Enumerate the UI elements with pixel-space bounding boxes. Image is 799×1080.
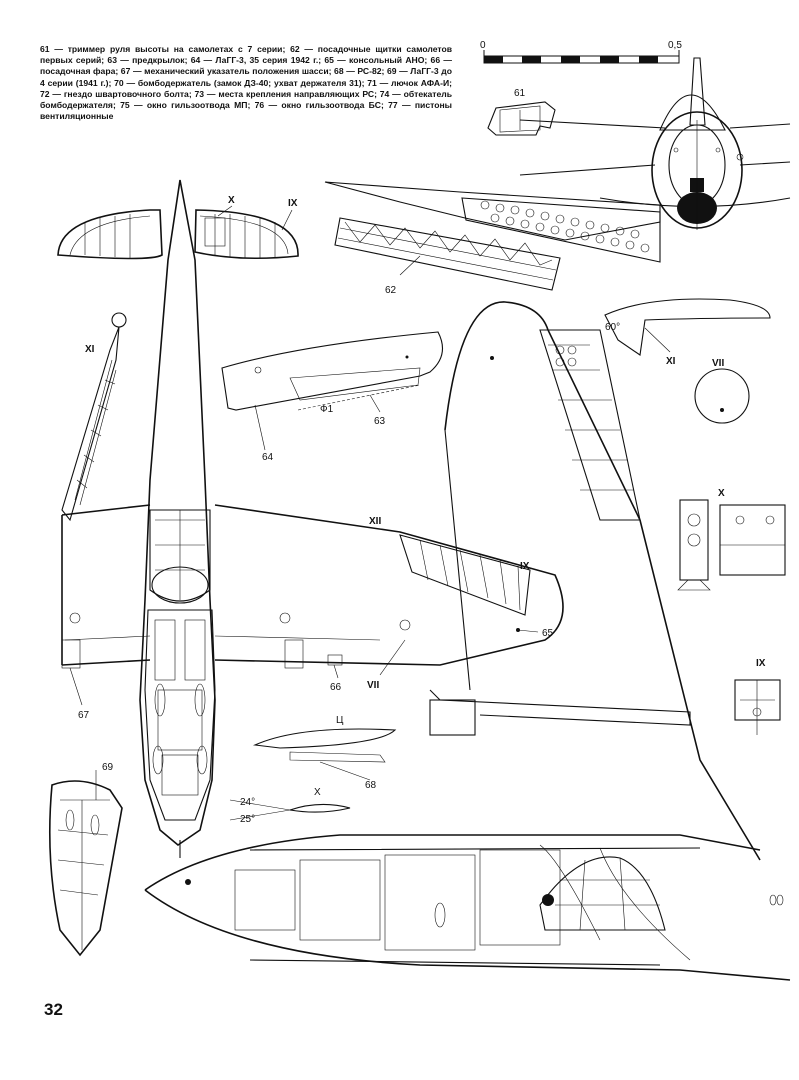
angle-25: 25° [240,814,255,825]
section-label-XI-a: XI [85,344,95,355]
slat-detail-63-64: Ф1 63 64 [221,331,444,463]
section-label-X-b: X [718,488,725,499]
callout-66: 66 [330,682,342,693]
section-label-IX-a: IX [288,198,298,209]
plan-view [57,179,564,858]
angle-60: 60° [605,322,620,333]
scale-bar: 0 0,5 [480,40,682,64]
callout-68: 68 [365,780,377,791]
mark-C: Ц [336,715,344,726]
section-label-XII: XII [369,516,381,527]
callout-65: 65 [542,628,554,639]
front-view [519,57,791,230]
tailwheel-detail-XI: XI [61,312,127,522]
landing-flap-detail-62: 62 [324,181,661,296]
section-label-XI-b: XI [666,356,676,367]
scale-min-label: 0 [480,40,486,51]
callout-67: 67 [78,710,90,721]
nose-detail-69: 69 [48,762,123,957]
callout-62: 62 [385,285,397,296]
section-label-X-c: X [314,787,321,798]
section-VII: VII [694,358,750,424]
section-label-IX-c: IX [520,561,530,572]
section-IX-detail: IX [734,658,781,735]
legend-text: 61 — триммер руля высоты на самолетах с … [40,44,452,122]
mark-F1: Ф1 [320,404,334,415]
page-number: 32 [44,1000,63,1019]
section-XI-airfoil: 60° XI [604,298,771,367]
callout-61: 61 [514,88,526,99]
side-view: Ц 68 24° 25° X [144,301,791,981]
section-label-IX-b: IX [756,658,766,669]
section-X-detail: X [677,488,786,591]
callout-labels: X IX VII XII IX 65 66 67 [69,195,554,721]
trim-tab-detail-61: 61 [487,88,556,136]
section-label-VII-a: VII [367,680,379,691]
section-label-VII-b: VII [712,358,724,369]
scale-max-label: 0,5 [668,40,682,51]
angle-24: 24° [240,797,255,808]
section-label-X-a: X [228,195,235,206]
callout-64: 64 [262,452,274,463]
callout-69: 69 [102,762,114,773]
callout-63: 63 [374,416,386,427]
